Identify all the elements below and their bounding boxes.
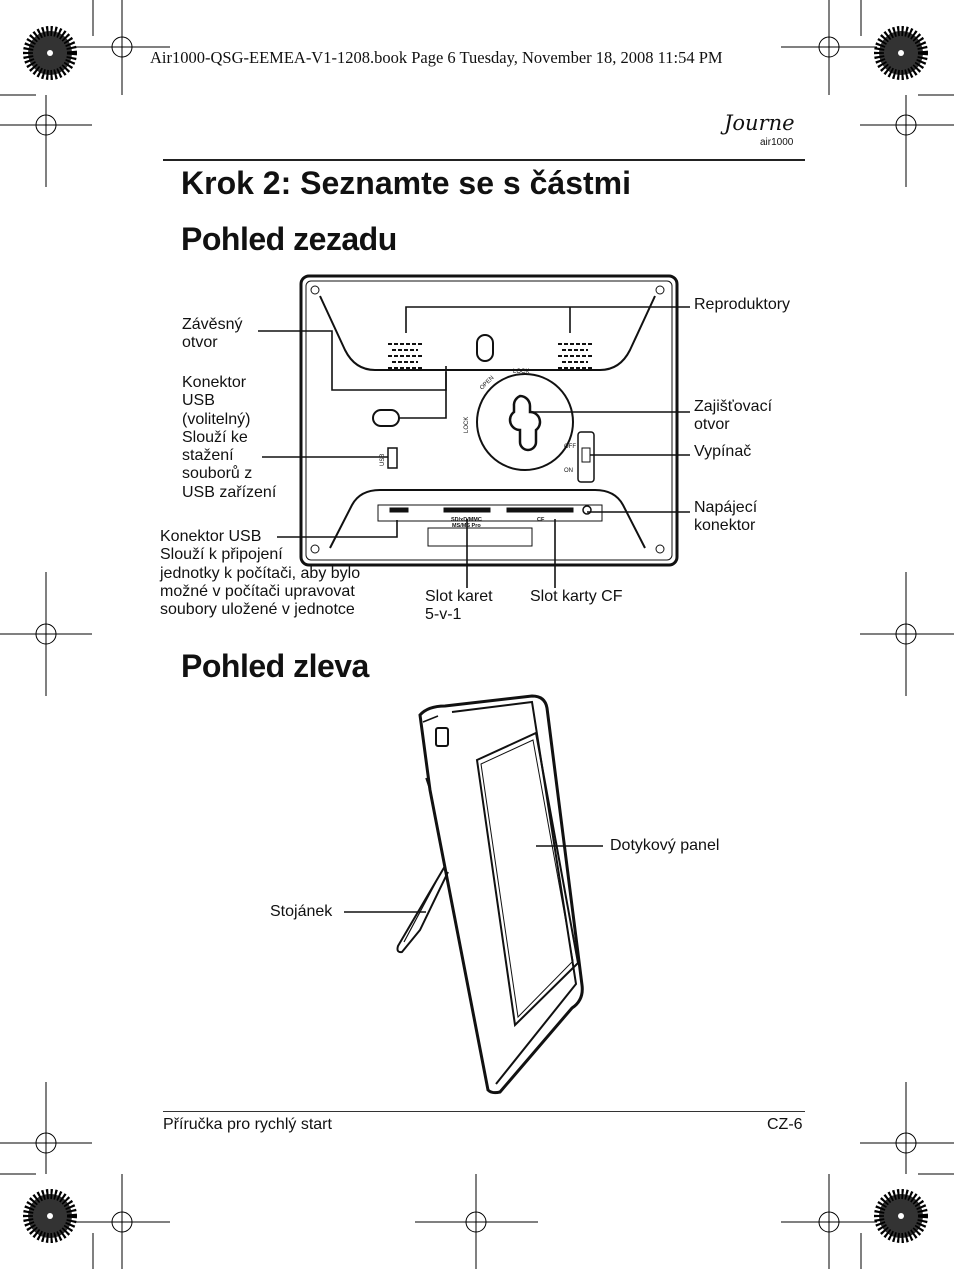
lock-dial [476,373,574,471]
label-hanging-hole: Závěsný otvor [182,316,243,352]
footer-guide-title: Příručka pro rychlý start [163,1116,332,1133]
top-rule [163,159,805,161]
mark-lock-side: LOCK [464,417,470,433]
section-heading-rear: Pohled zezadu [181,221,397,257]
mark-on: ON [564,468,573,474]
speaker-grill-right [558,343,592,369]
label-usb-connector: Konektor USB Slouží k připojení jednotky… [160,528,361,619]
left-callout-lines [344,845,603,913]
speaker-grill-left [388,343,422,369]
mini-usb-port [389,507,409,513]
label-power-connector: Napájecí konektor [694,499,758,535]
side-button [435,727,449,747]
mark-usb: USB [380,454,386,466]
footer-page-number: CZ-6 [767,1116,803,1133]
rear-view-device [299,274,679,567]
registration-mark-rm [860,572,954,696]
registration-mark-rt [860,95,954,187]
stand [396,865,449,954]
registration-starburst-br [874,1189,928,1243]
power-switch [577,431,595,483]
label-speakers: Reproduktory [694,296,791,313]
registration-mark-tl [74,0,170,95]
label-cf-slot: Slot karty CF [530,588,623,605]
rear-callout-lines [258,306,690,588]
lock-hole [508,394,542,452]
label-power-switch: Vypínač [694,443,752,460]
mark-cf: CF [537,517,545,523]
left-view-device [396,694,584,1095]
bottom-rule [163,1111,805,1112]
label-stand: Stojánek [270,903,333,920]
registration-starburst-tr [874,26,928,80]
print-header: Air1000-QSG-EEMEA-V1-1208.book Page 6 Tu… [150,48,723,67]
registration-starburst-bl [23,1189,77,1243]
hanging-hole-side [371,409,400,427]
brand-logo: Journe [724,111,795,135]
registration-mark-br [781,1174,877,1269]
page-title: Krok 2: Seznamte se s částmi [181,165,631,201]
registration-mark-tr [781,0,877,95]
mark-lock-top: LOCK [513,369,529,375]
label-card-slot-5in1: Slot karet 5-v-1 [425,588,493,624]
registration-mark-bc [415,1174,538,1269]
registration-mark-rb [860,1082,954,1174]
brand-model: air1000 [760,137,794,148]
usb-port-side [387,447,398,469]
power-jack [582,505,592,515]
section-heading-left: Pohled zleva [181,648,369,684]
registration-starburst-tl [23,26,77,80]
registration-mark-lb [0,1082,92,1174]
registration-mark-bl [74,1174,170,1269]
label-usb-connector-optional: Konektor USB (volitelný) Slouží ke staže… [182,374,277,501]
sd-slot [443,507,491,513]
label-touch-panel: Dotykový panel [610,837,720,854]
mark-open: OPEN [479,375,495,391]
label-lock-hole: Zajišťovací otvor [694,398,773,434]
mark-off: OFF [564,444,576,450]
cf-slot [506,507,574,513]
registration-mark-lm [0,572,92,696]
registration-mark-lt [0,95,92,187]
hanging-hole-top [476,333,494,362]
